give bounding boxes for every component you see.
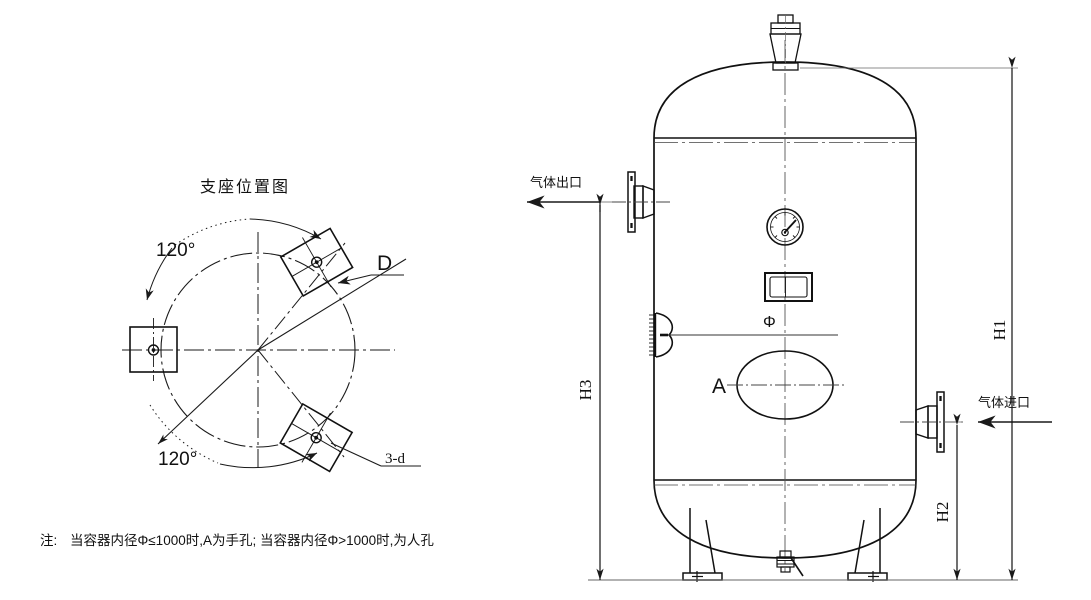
radial-centerline-upper-right (257, 242, 346, 351)
h3-label: H3 (576, 380, 595, 401)
dimension-h2: H2 (933, 413, 963, 580)
manhole: A (712, 350, 845, 420)
dimension-h3: H3 (576, 193, 612, 580)
dimension-h1: H1 (800, 56, 1018, 580)
hole-callout-label: 3-d (385, 451, 405, 467)
support-position-diagram: 支座位置图 (122, 178, 421, 473)
note-prefix: 注: (40, 533, 57, 548)
gas-outlet-label: 气体出口 (530, 175, 582, 190)
vessel-elevation: 气体出口 气体进口 (527, 14, 1052, 582)
h2-label: H2 (933, 502, 952, 523)
hole-callout: 3-d (330, 442, 421, 467)
support-pad-lower-right (279, 402, 354, 473)
bolt-circle-label: D (377, 252, 392, 275)
gas-outlet-callout: 气体出口 (527, 175, 601, 212)
safety-valve (769, 14, 802, 71)
pressure-gauge (766, 208, 804, 246)
angle-leg-upper-right (257, 258, 407, 351)
radial-centerline-lower-right (257, 349, 345, 458)
gas-outlet-nozzle (612, 171, 672, 233)
angle-arc-top-outer (174, 218, 251, 246)
angle-leg-lower-left (157, 349, 259, 445)
manhole-label: A (712, 375, 726, 398)
nameplate (764, 272, 813, 302)
note-text: 当容器内径Φ≤1000时,A为手孔; 当容器内径Φ>1000时,为人孔 (70, 532, 434, 548)
support-diagram-title: 支座位置图 (200, 178, 290, 196)
angle-arc-top (249, 218, 322, 240)
bolt-circle-callout: D (337, 252, 404, 285)
gas-inlet-callout: 气体进口 (978, 395, 1052, 429)
drain-valve (776, 550, 804, 577)
gas-inlet-label: 气体进口 (978, 395, 1030, 410)
angle-arc-top-left (145, 247, 173, 301)
angle-arc-bottom-outer (149, 404, 219, 464)
support-pad-left (129, 318, 178, 381)
diameter-label: Φ (763, 314, 776, 331)
angle-label-bottom: 120° (158, 449, 197, 470)
angle-label-top: 120° (156, 240, 195, 261)
note-block: 注: 当容器内径Φ≤1000时,A为手孔; 当容器内径Φ>1000时,为人孔 (40, 532, 434, 548)
h1-label: H1 (990, 320, 1009, 341)
support-pad-upper-right (279, 227, 354, 298)
angle-arc-bottom (219, 452, 318, 469)
